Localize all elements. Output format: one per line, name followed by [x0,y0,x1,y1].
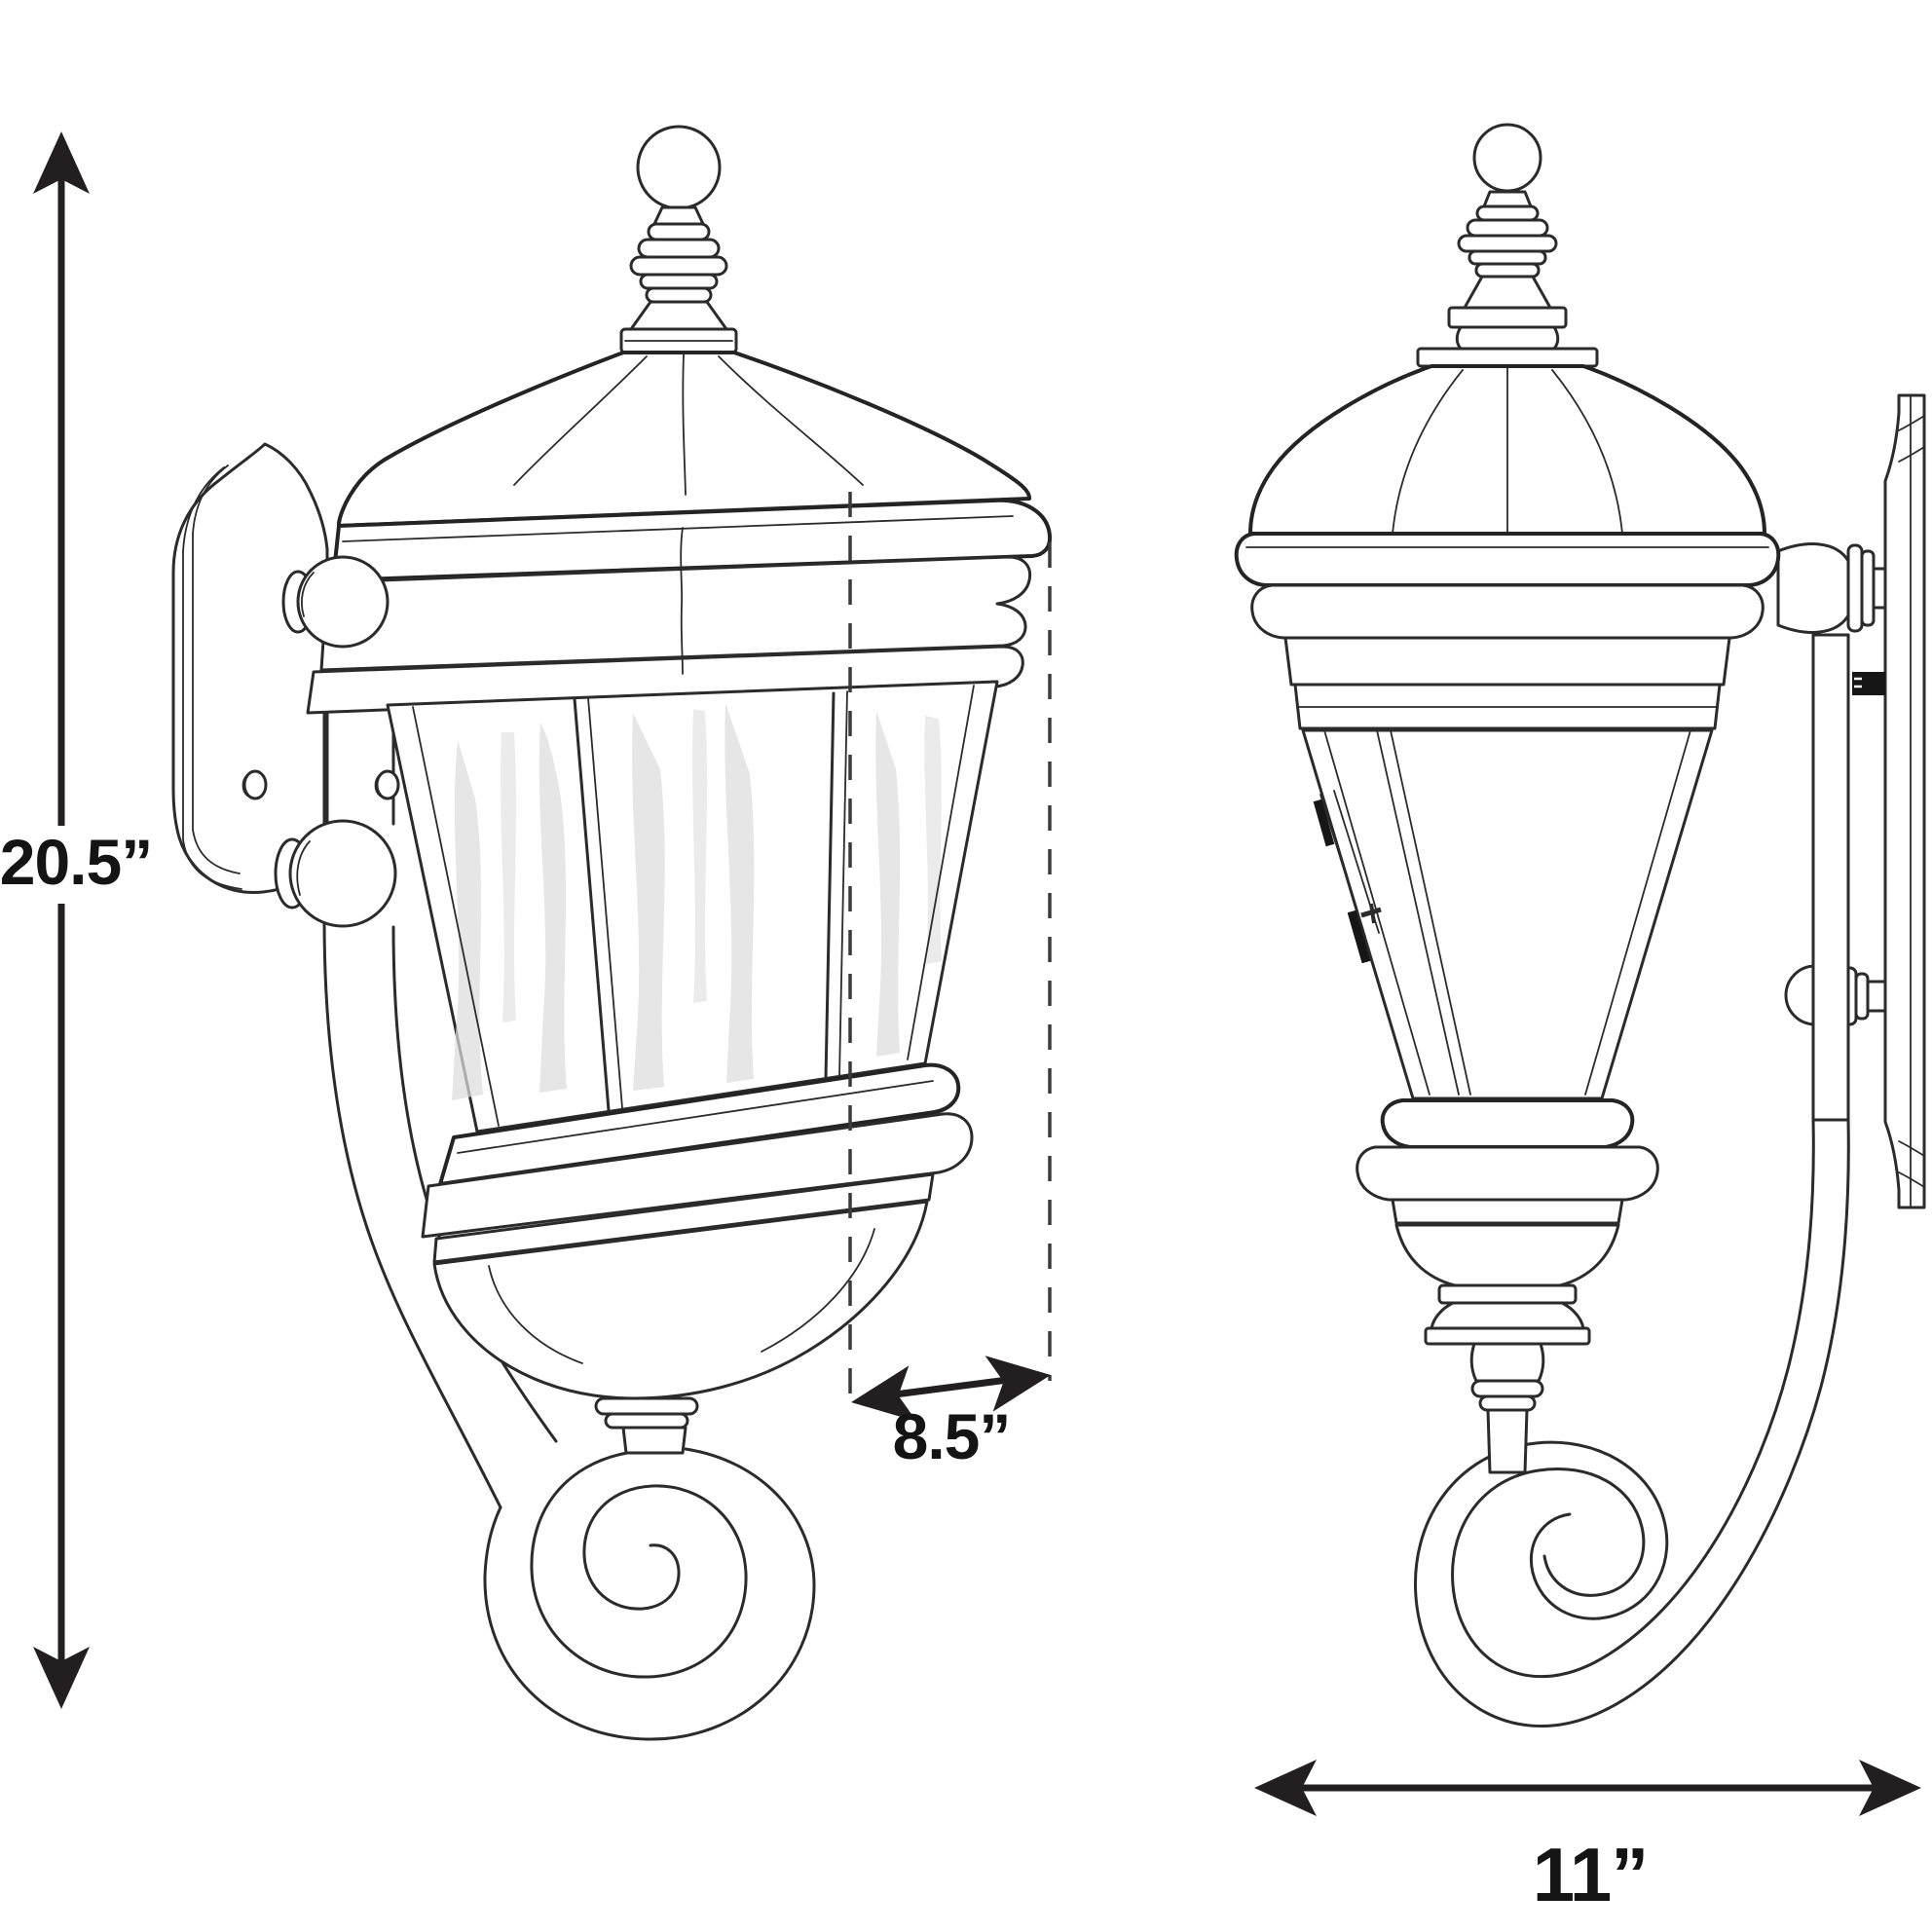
arm-stud [374,769,400,800]
side-tail-finial [1394,1223,1620,1474]
cap-dome [336,351,1031,528]
width-dimension: 11” [1254,1760,1921,1917]
finial [619,125,738,354]
plate-stud [242,769,268,800]
projection-lines [848,492,1052,1408]
side-glass-panel [1301,728,1714,1100]
side-wall-plate [1883,393,1926,1209]
scroll-curl [483,1447,816,1741]
front-three-quarter-view [171,125,1053,1741]
glass-mullions [573,690,848,1112]
lantern-front-view [306,125,1053,1455]
depth-dimension-label: 8.5” [893,1400,1011,1472]
cap-rim-bands [306,498,1053,715]
side-profile-view [1234,123,1926,1728]
mounting-ball-lower [274,819,397,928]
height-dimension: 20.5” [0,131,153,1709]
bracket-bar [1811,633,1850,1122]
mounting-bolt [1852,672,1885,695]
side-cap-dome [1248,364,1766,536]
depth-dimension: 8.5” [846,1347,1056,1472]
side-lower-collar [1356,1098,1659,1225]
bottom-bowl [432,1200,929,1400]
lower-collar [421,1062,974,1264]
mounting-ball-upper [281,555,390,649]
side-scroll-curl [1413,1118,1850,1728]
tail-finial [594,1396,699,1455]
door-latch [1313,790,1382,964]
lantern-side-view [1234,123,1781,1474]
side-finial [1416,123,1599,368]
height-dimension-label: 20.5” [0,826,152,898]
glass-panel [386,680,999,1133]
side-support-arm [1776,542,1887,634]
side-rim-bands [1234,532,1781,730]
wall-plate [171,442,329,894]
width-dimension-label: 11” [1533,1832,1648,1917]
